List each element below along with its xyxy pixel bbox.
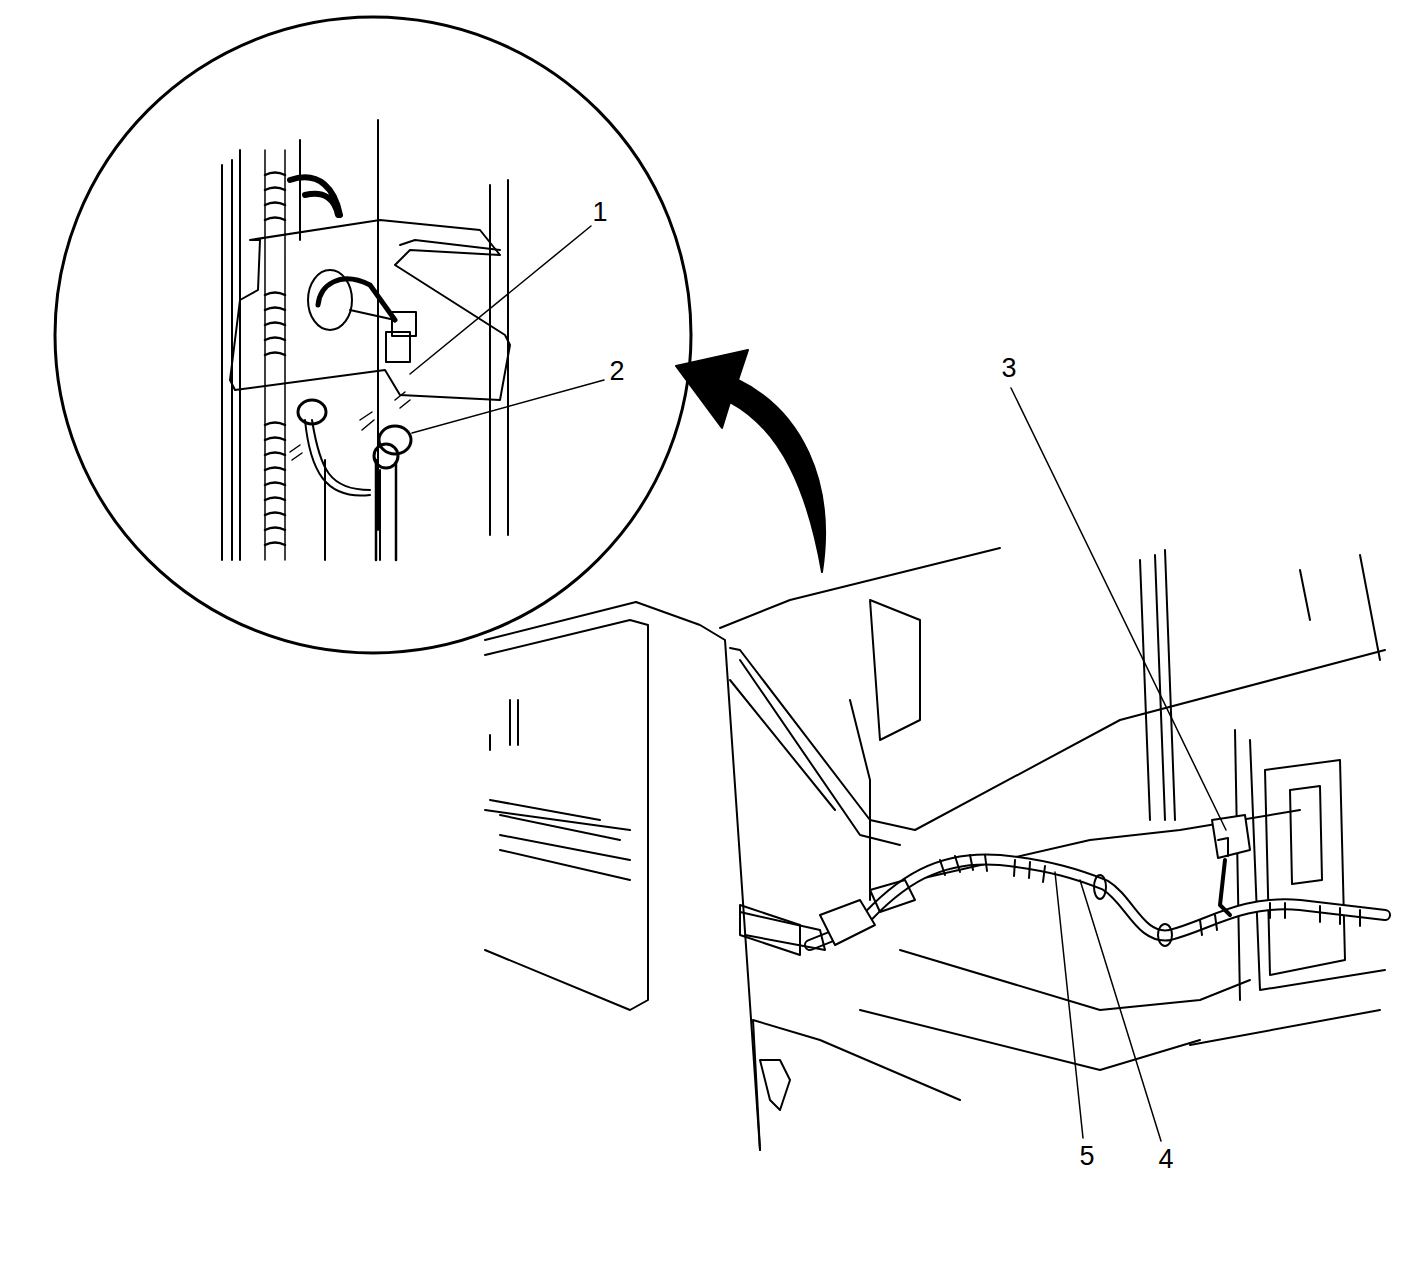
line-art	[374, 444, 398, 468]
view-arrow	[676, 350, 825, 572]
line-art	[485, 620, 648, 1010]
line-art	[1094, 875, 1106, 899]
line-art	[485, 548, 1000, 640]
line-art	[300, 120, 508, 535]
line-art	[850, 700, 870, 900]
line-art	[1140, 550, 1175, 820]
line-art	[265, 173, 285, 546]
line-art	[730, 680, 835, 810]
callout-number: 3	[1001, 355, 1016, 382]
line-art	[1055, 872, 1083, 1138]
relay	[1212, 815, 1250, 858]
line-art	[1011, 388, 1226, 830]
line-art	[1190, 1010, 1380, 1045]
line-art	[1080, 880, 1161, 1141]
callout-number: 4	[1158, 1146, 1173, 1173]
line-art	[325, 460, 380, 560]
line-art	[400, 240, 500, 250]
line-art	[1300, 555, 1380, 660]
line-art	[392, 312, 416, 336]
connector	[386, 332, 410, 362]
line-art	[318, 279, 395, 320]
line-art	[810, 859, 1385, 945]
line-art	[290, 177, 340, 215]
callout-number: 1	[592, 199, 607, 226]
line-art	[490, 800, 620, 840]
line-art	[820, 900, 875, 945]
line-art	[394, 335, 410, 337]
line-art	[412, 380, 604, 433]
line-art	[940, 855, 1360, 935]
line-art	[810, 859, 1385, 945]
callout-number: 2	[609, 358, 624, 385]
line-art	[1220, 860, 1230, 915]
line-art	[870, 880, 915, 912]
line-art	[1158, 924, 1172, 946]
line-art	[1290, 786, 1322, 884]
callout-number: 5	[1079, 1143, 1094, 1170]
line-art	[740, 905, 800, 955]
leader-lines	[410, 226, 1226, 1141]
line-art	[860, 1010, 1200, 1070]
line-art	[760, 1060, 790, 1110]
line-art	[1265, 760, 1345, 975]
line-art	[636, 602, 760, 1150]
vehicle-view	[485, 548, 1385, 1150]
line-art	[290, 392, 410, 460]
line-art	[265, 173, 285, 546]
line-art	[305, 420, 370, 496]
detail-circle	[55, 17, 691, 653]
line-art	[350, 310, 395, 320]
line-art	[753, 1020, 960, 1150]
line-art	[265, 150, 285, 560]
line-art	[410, 226, 591, 374]
line-art	[1235, 730, 1385, 1000]
line-art	[222, 150, 240, 560]
line-art	[490, 700, 518, 750]
line-art	[740, 912, 825, 950]
line-art	[1218, 838, 1228, 856]
line-art	[730, 648, 1385, 830]
detail-view	[222, 120, 510, 560]
line-art	[485, 810, 630, 880]
line-art	[870, 600, 920, 740]
line-art	[900, 950, 1250, 1010]
line-art	[376, 460, 396, 560]
line-art	[230, 220, 510, 400]
